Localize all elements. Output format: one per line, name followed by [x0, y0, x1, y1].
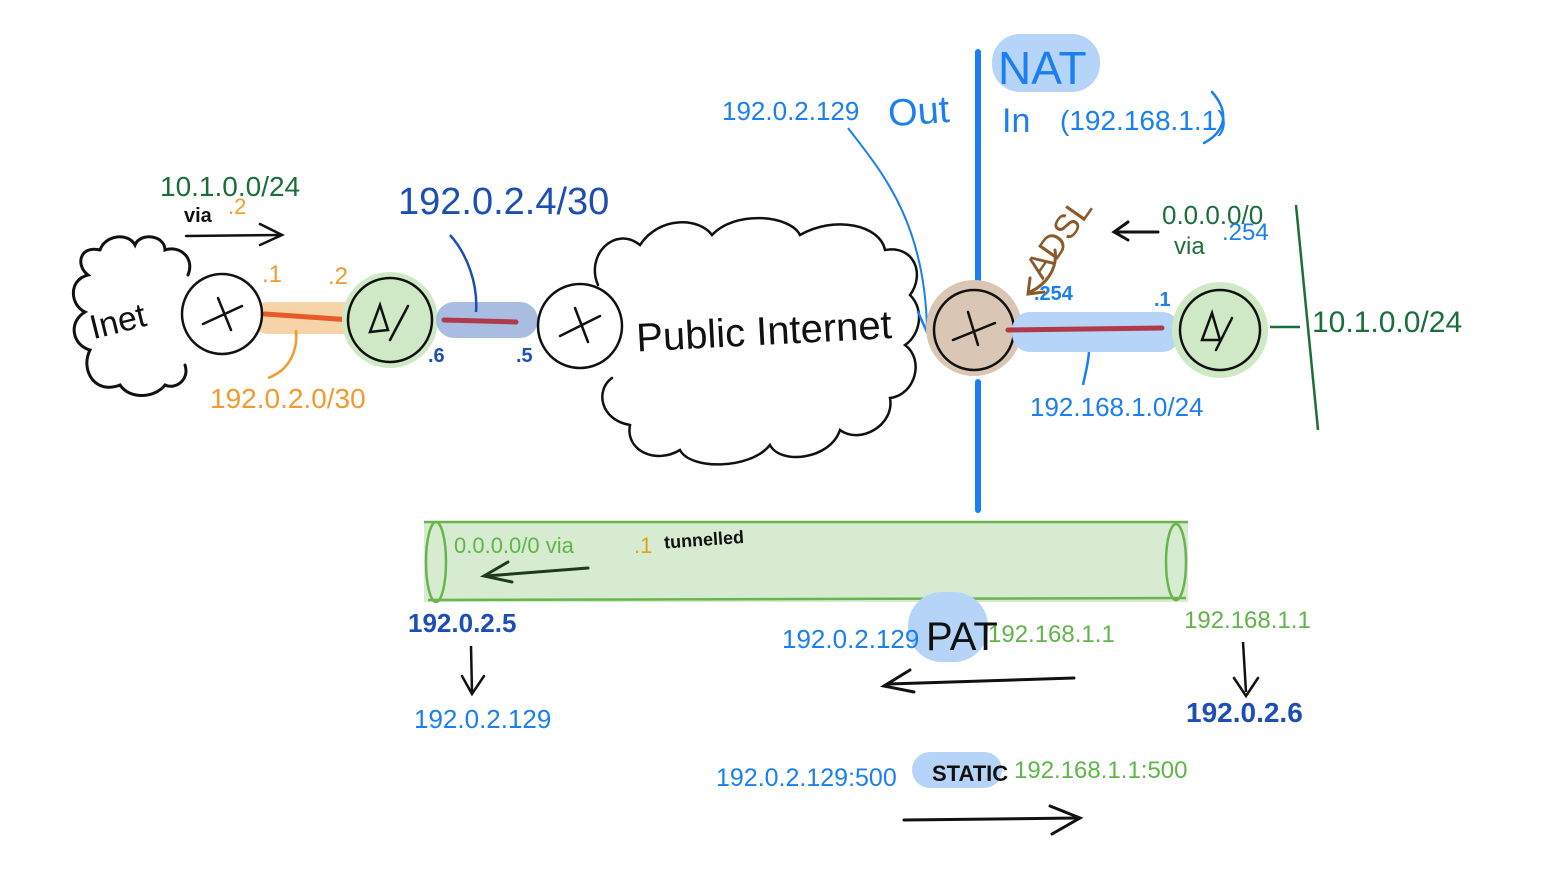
- adsl-label: ADSL: [1018, 191, 1100, 286]
- left-route-host: .2: [228, 194, 246, 219]
- left-route-prefix: 10.1.0.0/24: [160, 171, 300, 202]
- isp-router: [180, 272, 264, 356]
- arrowhead-icon: [1111, 220, 1130, 242]
- transit-link-subnet: 192.0.2.4/30: [398, 181, 609, 223]
- lan-link-left-host: .254: [1034, 283, 1074, 305]
- right-translation-arrow: [1241, 641, 1248, 693]
- inet-link: [262, 311, 355, 323]
- static-private-ip: 192.168.1.1:500: [1014, 757, 1188, 784]
- static-label: STATIC: [932, 761, 1008, 786]
- tunnel-route-host: .1: [634, 533, 652, 558]
- arrowhead-icon: [479, 560, 514, 584]
- lan-link-right-host: .1: [1154, 289, 1171, 311]
- nat-out-pointer: [847, 127, 928, 331]
- tunnel-route-text: 0.0.0.0/0 via: [454, 533, 575, 558]
- right-lan-segment: [1294, 204, 1320, 431]
- right-firewall: [1172, 282, 1268, 378]
- arrowhead-icon: [879, 668, 916, 694]
- tunnel-body: [424, 522, 1188, 602]
- inet-cloud: Inet: [71, 235, 192, 397]
- inet-cloud-outline: [71, 235, 192, 397]
- pat-label: PAT: [926, 615, 998, 659]
- inet-subnet-pointer: [267, 329, 298, 380]
- pat-public-ip: 192.0.2.129: [782, 624, 919, 654]
- nat-title: NAT: [998, 42, 1087, 94]
- left-route-via: via: [184, 205, 213, 227]
- tunnel-left-inner: 192.0.2.129: [414, 704, 551, 734]
- nat-in-bracket: [1202, 90, 1225, 145]
- static-direction-arrow: [902, 816, 1080, 822]
- arrowhead-icon: [1026, 276, 1046, 296]
- nat-out-ip: 192.0.2.129: [722, 96, 859, 126]
- public-cloud-outline: [593, 216, 921, 466]
- arrowhead-icon: [258, 222, 285, 247]
- tunnel: [424, 520, 1188, 604]
- inet-link-left-host: .1: [262, 261, 282, 288]
- transit-link: [441, 317, 519, 325]
- left-firewall: [342, 272, 438, 368]
- router-icon: [201, 296, 244, 332]
- right-lan-prefix: 10.1.0.0/24: [1312, 306, 1462, 339]
- tunnel-right-outer: 192.168.1.1: [1184, 607, 1311, 634]
- left-route-arrow: [184, 233, 284, 238]
- tunnel-direction-arrow: [484, 566, 590, 578]
- transit-subnet-pointer: [449, 234, 478, 313]
- tunnel-right-end: [1164, 522, 1188, 602]
- right-route-host: .254: [1222, 219, 1269, 246]
- tunnel-right-inner: 192.0.2.6: [1186, 697, 1303, 728]
- transit-link-right-host: .5: [516, 345, 533, 367]
- lan-link-highlight: [1012, 312, 1180, 352]
- nat-title-highlight: [992, 34, 1100, 92]
- static-highlight: [912, 752, 1002, 788]
- inet-link-subnet: 192.0.2.0/30: [210, 383, 366, 414]
- static-public-ip: 192.0.2.129:500: [716, 764, 897, 792]
- inet-link-right-host: .2: [328, 263, 348, 290]
- tunnel-left-outer: 192.0.2.5: [408, 608, 516, 638]
- transit-link-left-host: .6: [428, 345, 445, 367]
- public-cloud-label: Public Internet: [635, 303, 893, 360]
- nat-out-label: Out: [887, 89, 951, 135]
- lan-link-subnet: 192.168.1.0/24: [1030, 392, 1204, 422]
- nat-in-label: In: [1002, 102, 1030, 140]
- adsl-pointer: [1028, 248, 1057, 294]
- right-route-prefix: 0.0.0.0/0: [1162, 200, 1263, 230]
- router-icon: [951, 310, 997, 347]
- pat-highlight: [908, 592, 988, 662]
- right-route-via: via: [1174, 233, 1205, 260]
- tunnel-left-end: [424, 520, 448, 604]
- arrowhead-icon: [1232, 676, 1260, 699]
- arrowhead-icon: [460, 674, 486, 697]
- firewall-icon: [1200, 309, 1234, 352]
- lan-link: [1005, 325, 1165, 333]
- public-router: [536, 282, 624, 370]
- pat-private-ip: 192.168.1.1: [988, 621, 1115, 648]
- pat-direction-arrow: [886, 676, 1076, 686]
- arrowhead-icon: [1048, 804, 1084, 836]
- inet-cloud-label: Inet: [86, 296, 151, 347]
- lan-subnet-pointer: [1081, 351, 1091, 386]
- router-icon: [558, 306, 602, 344]
- public-internet-cloud: Public Internet: [593, 216, 921, 466]
- nat-in-ip: (192.168.1.1): [1060, 105, 1227, 136]
- left-translation-arrow: [469, 645, 474, 693]
- firewall-icon: [368, 301, 410, 342]
